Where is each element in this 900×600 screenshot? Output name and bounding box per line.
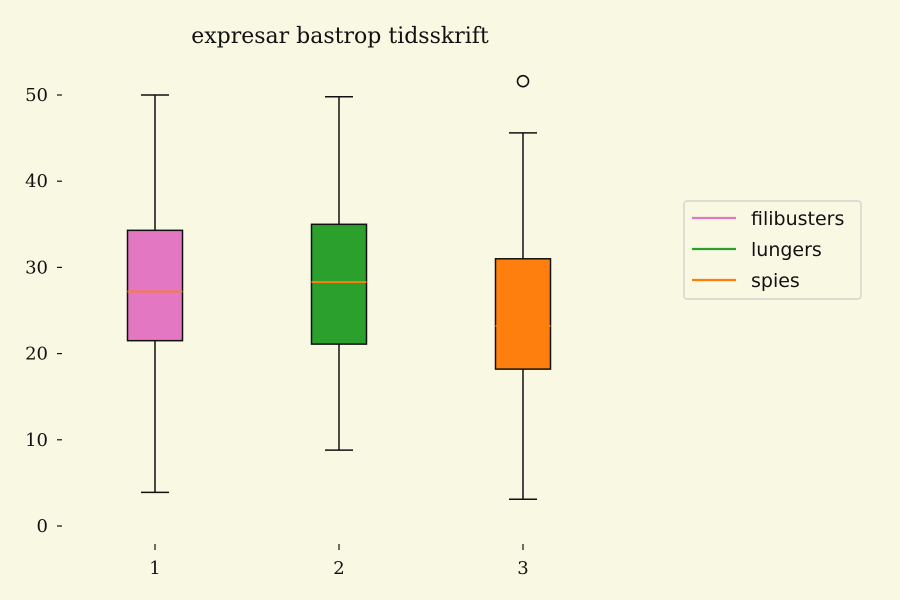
- outlier-point: [516, 74, 530, 88]
- box-lungers: [310, 95, 368, 451]
- plot-area: 0 10 20 30 40 50 1 2 3: [25, 74, 552, 579]
- x-tick-label: 2: [333, 558, 344, 579]
- legend-frame: [683, 200, 862, 300]
- y-tick-label: 10: [25, 430, 48, 451]
- x-tick-label: 3: [517, 558, 528, 579]
- legend-label-lungers: lungers: [751, 239, 822, 261]
- iqr-box: [310, 223, 368, 345]
- y-tick-label: 30: [25, 257, 48, 278]
- box-spies: [494, 74, 552, 501]
- y-tick-label: 50: [25, 85, 48, 106]
- iqr-box: [494, 258, 552, 370]
- chart-title: expresar bastrop tidsskrift: [191, 24, 489, 49]
- legend: filibusters lungers spies: [683, 200, 862, 300]
- iqr-box: [126, 229, 184, 342]
- y-tick-label: 20: [25, 344, 48, 365]
- legend-label-filibusters: filibusters: [751, 208, 844, 230]
- x-tick-label: 1: [149, 558, 160, 579]
- legend-label-spies: spies: [751, 270, 800, 292]
- y-tick-label: 40: [25, 171, 48, 192]
- y-tick-label: 0: [37, 516, 48, 537]
- box-filibusters: [126, 94, 184, 494]
